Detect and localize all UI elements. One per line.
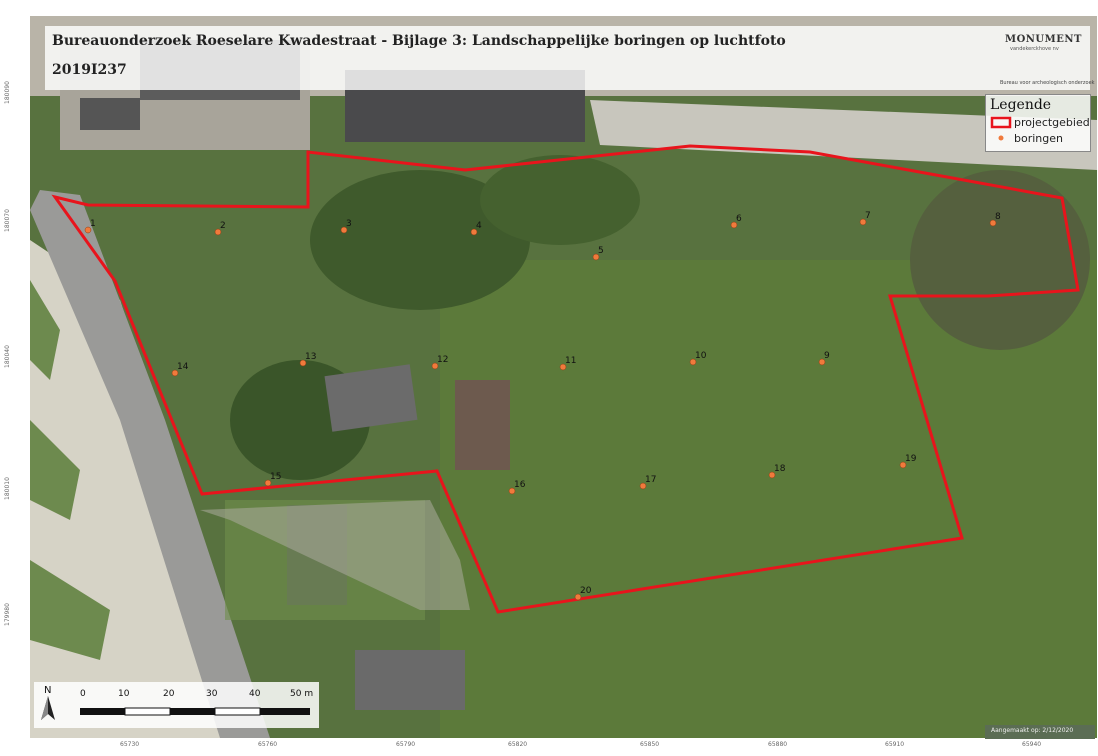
- boring-label-8: 8: [995, 212, 1001, 222]
- x-tick: 65820: [508, 741, 528, 748]
- boring-label-15: 15: [270, 472, 281, 482]
- boring-label-5: 5: [598, 246, 604, 256]
- building-roof-3: [80, 98, 140, 130]
- date-panel: [985, 725, 1095, 739]
- scale-bar-panel: [34, 682, 319, 728]
- y-tick: 180040: [4, 345, 11, 368]
- boring-point-5: [592, 253, 600, 261]
- y-tick: 180090: [4, 81, 11, 104]
- road-north: [590, 100, 1097, 170]
- boring-point-7: [859, 218, 867, 226]
- boring-label-12: 12: [437, 355, 448, 365]
- boring-point-17: [639, 482, 647, 490]
- x-tick: 65760: [258, 741, 278, 748]
- boring-point-15: [264, 479, 272, 487]
- boring-point-16: [508, 487, 516, 495]
- x-tick: 65790: [396, 741, 416, 748]
- boring-point-8: [989, 219, 997, 227]
- legend-label-projectgebied: projectgebied: [1014, 116, 1090, 129]
- boring-label-20: 20: [580, 586, 592, 596]
- boring-label-1: 1: [90, 219, 96, 229]
- boring-point-1: [84, 226, 92, 234]
- scale-label-40: 40: [249, 689, 261, 699]
- y-tick: 179980: [4, 603, 11, 626]
- boring-point-4: [470, 228, 478, 236]
- scale-label-10: 10: [118, 689, 130, 699]
- boring-point-12: [431, 362, 439, 370]
- house-2: [455, 380, 510, 470]
- boring-label-2: 2: [220, 221, 226, 231]
- road-kwadestraat: [30, 190, 270, 738]
- boring-point-14: [171, 369, 179, 377]
- credit-text: Bureau voor archeologisch onderzoek: [1000, 80, 1095, 86]
- legend-symbols: [990, 116, 1012, 141]
- boring-label-14: 14: [177, 362, 189, 372]
- legend-symbol-boringen: [998, 135, 1004, 141]
- tree-canopy-1: [310, 170, 530, 310]
- boring-label-13: 13: [305, 352, 316, 362]
- boring-point-11: [559, 363, 567, 371]
- boring-label-6: 6: [736, 214, 742, 224]
- boring-point-2: [214, 228, 222, 236]
- scale-label-20: 20: [163, 689, 175, 699]
- creation-date: Aangemaakt op: 2/12/2020: [991, 727, 1074, 734]
- y-tick: 180010: [4, 477, 11, 500]
- title-panel: [45, 26, 1090, 90]
- x-tick: 65910: [885, 741, 905, 748]
- scale-bar: [80, 707, 310, 716]
- logo-subtitle: vandekerckhove nv: [1010, 46, 1059, 52]
- legend-symbol-projectgebied: [990, 116, 1012, 129]
- boring-point-3: [340, 226, 348, 234]
- scale-label-0: 0: [80, 689, 86, 699]
- legend-panel: [985, 94, 1091, 152]
- boring-point-18: [768, 471, 776, 479]
- logo-monument: MONUMENT: [1005, 34, 1082, 45]
- boring-label-11: 11: [565, 356, 576, 366]
- boring-point-9: [818, 358, 826, 366]
- boring-point-10: [689, 358, 697, 366]
- boring-label-7: 7: [865, 211, 871, 221]
- tree-canopy-2: [480, 155, 640, 245]
- boring-label-19: 19: [905, 454, 917, 464]
- boring-label-18: 18: [774, 464, 786, 474]
- boring-point-19: [899, 461, 907, 469]
- north-arrow-icon: [41, 696, 55, 720]
- tree-canopy-4: [910, 170, 1090, 350]
- boring-label-17: 17: [645, 475, 656, 485]
- scale-label-30: 30: [206, 689, 218, 699]
- y-tick: 180070: [4, 209, 11, 232]
- boring-label-9: 9: [824, 351, 830, 361]
- boring-label-10: 10: [695, 351, 707, 361]
- boring-point-6: [730, 221, 738, 229]
- x-tick: 65730: [120, 741, 140, 748]
- legend-label-boringen: boringen: [1014, 132, 1063, 145]
- north-label: N: [44, 685, 52, 696]
- x-tick: 65880: [768, 741, 788, 748]
- x-tick: 65940: [1022, 741, 1042, 748]
- x-tick: 65850: [640, 741, 660, 748]
- project-boundary: [51, 144, 1080, 614]
- boring-point-20: [574, 593, 582, 601]
- crop-row-3: [30, 560, 110, 660]
- boring-point-13: [299, 359, 307, 367]
- boring-label-3: 3: [346, 219, 352, 229]
- house-4: [355, 650, 465, 710]
- legend-title: Legende: [990, 97, 1052, 113]
- project-code: 2019I237: [52, 62, 127, 78]
- crop-row-1: [30, 280, 60, 380]
- boring-label-16: 16: [514, 480, 526, 490]
- house-1: [324, 364, 418, 432]
- driveway: [200, 500, 470, 610]
- boring-label-4: 4: [476, 221, 482, 231]
- scale-label-50: 50 m: [290, 689, 314, 699]
- crop-row-2: [30, 420, 80, 520]
- map-title: Bureauonderzoek Roeselare Kwadestraat - …: [52, 33, 786, 49]
